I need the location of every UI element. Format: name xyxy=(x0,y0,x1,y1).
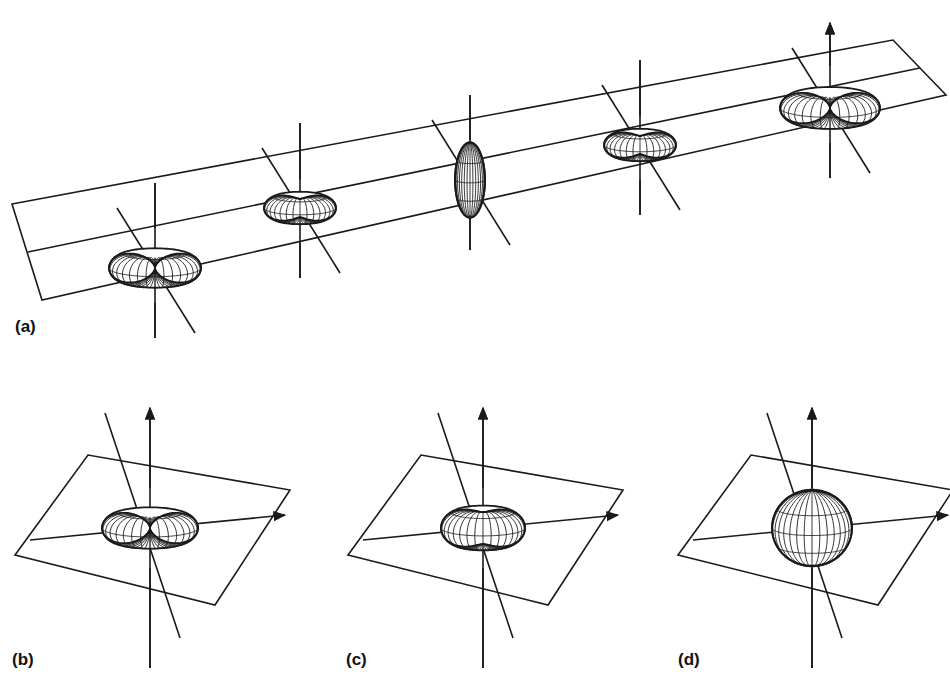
radiation-pattern xyxy=(772,490,852,567)
panel-b xyxy=(15,408,290,668)
radiation-pattern xyxy=(441,506,525,551)
axis-line xyxy=(432,120,510,245)
radiation-pattern xyxy=(604,129,676,161)
axis-line xyxy=(829,23,831,66)
axis-line xyxy=(829,143,831,178)
axis-line xyxy=(262,148,340,273)
ground-plane xyxy=(15,455,290,605)
panel-d xyxy=(678,408,950,668)
radiation-pattern xyxy=(455,142,485,217)
panel-label: (d) xyxy=(678,651,700,668)
axis-line xyxy=(639,180,641,215)
axis-line xyxy=(482,408,484,488)
radiation-pattern xyxy=(264,192,336,224)
panel-c xyxy=(348,408,623,668)
panel-label: (c) xyxy=(346,651,367,668)
axis-line xyxy=(602,85,680,210)
panel-label: (a) xyxy=(15,318,36,335)
axis-line xyxy=(639,60,641,116)
axis-line xyxy=(299,243,301,278)
axis-line xyxy=(154,303,156,338)
radiation-pattern xyxy=(102,507,198,548)
axis-line xyxy=(28,68,920,252)
axis-line xyxy=(811,568,813,668)
axis-line xyxy=(811,408,813,488)
axis-line xyxy=(469,215,471,250)
axis-line xyxy=(154,183,156,228)
axis-line xyxy=(482,568,484,668)
axis-line xyxy=(469,95,471,140)
ground-plane xyxy=(12,40,946,300)
axis-line xyxy=(149,568,151,668)
ground-plane xyxy=(348,455,623,605)
panel-label: (b) xyxy=(12,651,34,668)
axis-line xyxy=(299,123,301,179)
radiation-pattern xyxy=(780,87,880,129)
panel-a xyxy=(12,23,946,338)
radiation-pattern xyxy=(109,248,201,287)
ground-plane xyxy=(678,455,950,605)
axis-line xyxy=(149,408,151,488)
